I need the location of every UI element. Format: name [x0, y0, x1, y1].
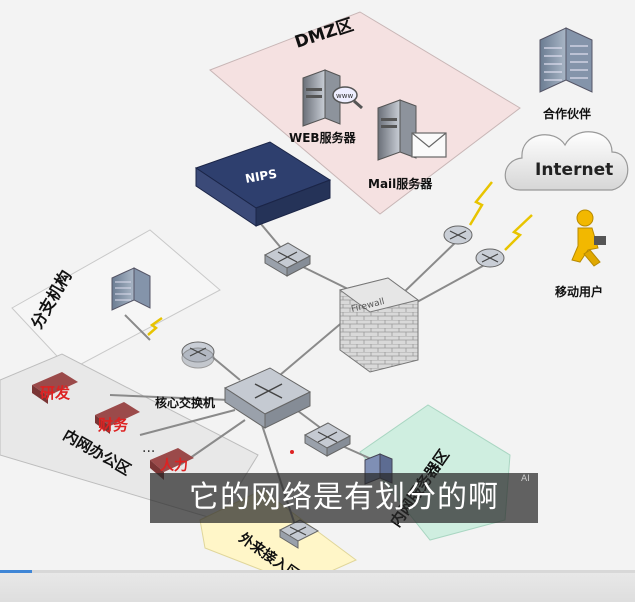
core-switch-label: 核心交换机: [155, 395, 215, 410]
firewall-icon: Firewall: [338, 277, 420, 373]
router-icon: [475, 248, 505, 268]
mobile-user-label: 移动用户: [555, 284, 603, 299]
web-server-icon: www: [302, 69, 363, 127]
mail-server-label: Mail服务器: [368, 176, 433, 191]
nips-device-icon: NIPS: [194, 141, 332, 227]
hr-label: 人力: [160, 457, 188, 474]
video-bottom-band: [0, 573, 635, 602]
router-icon: [181, 341, 215, 369]
partner-building-icon: [539, 27, 593, 93]
dmz-zone: DMZ区: [209, 11, 521, 215]
video-subtitle: 它的网络是有划分的啊: [150, 473, 538, 523]
internet-cloud-icon: [504, 131, 629, 191]
core-switch-icon: [223, 367, 312, 429]
router-icon: [443, 225, 473, 245]
partner-label: 合作伙伴: [543, 106, 591, 121]
svg-text:www: www: [336, 92, 353, 100]
video-progress-bar[interactable]: [0, 570, 635, 573]
rnd-department: 研发: [32, 372, 78, 404]
ai-badge: AI: [521, 474, 530, 484]
wireless-link-icon: [147, 181, 533, 336]
switch-icon: [278, 519, 320, 549]
finance-department: 财务: [95, 402, 140, 434]
web-server-label: WEB服务器: [289, 130, 357, 145]
nips-label: NIPS: [244, 167, 278, 186]
finance-label: 财务: [98, 416, 129, 434]
mail-server-icon: [377, 99, 447, 161]
department-ellipsis: ...: [142, 440, 155, 456]
branch-building-icon: [111, 267, 151, 311]
rnd-label: 研发: [40, 384, 71, 402]
mobile-user-icon: [571, 209, 606, 267]
internet-label: Internet: [535, 160, 613, 180]
video-progress-fill: [0, 570, 32, 573]
switch-icon: [303, 422, 352, 457]
switch-icon: [263, 242, 312, 277]
red-dot: [290, 450, 294, 454]
